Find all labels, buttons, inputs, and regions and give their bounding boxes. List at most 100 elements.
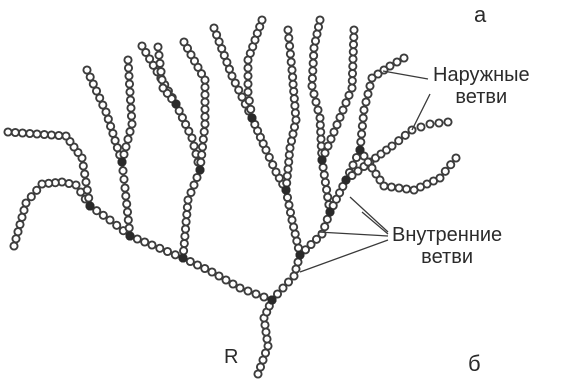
glucose-residue [18,214,25,221]
glucose-residue [400,54,407,61]
glucose-residue [436,174,443,181]
glucose-residue [295,244,302,251]
glucose-residue [261,321,268,328]
glucose-residue [310,44,317,51]
glucose-residue [309,75,316,82]
pointer-inner-2 [362,212,388,234]
glucose-residue [33,130,40,137]
glucose-residue [208,268,215,275]
glucose-residue [106,216,113,223]
glucose-residue [134,235,141,242]
glucose-residue [157,68,164,75]
glucose-residue [350,48,357,55]
glucose-residue [290,81,297,88]
glucose-residue [182,225,189,232]
glucose-residue [123,200,130,207]
pointer-inner-3 [318,232,388,236]
glucose-residue [28,193,35,200]
branch-point [356,146,364,154]
glucose-residue [197,159,204,166]
glucose-residue [229,280,236,287]
glucose-residue [342,99,349,106]
glucose-residue [65,180,72,187]
glucose-residue [244,80,251,87]
glucose-residue [286,144,293,151]
glucose-residue [122,192,129,199]
glucose-residue [244,64,251,71]
branch-point [86,202,94,210]
glucose-residue [359,122,366,129]
glucose-residue [395,137,402,144]
glucose-residue [246,97,253,104]
glucose-residue [393,58,400,65]
branch-point [296,251,304,259]
branch-point [118,158,126,166]
glucose-residue [41,131,48,138]
glucose-residue [125,216,132,223]
glucose-residue [121,184,128,191]
glucose-residue [345,92,352,99]
glucose-residue [120,176,127,183]
glucose-residue [112,137,119,144]
glucose-residue [16,221,23,228]
glucose-residue [292,109,299,116]
glucose-residue [124,136,131,143]
glucose-residue [201,106,208,113]
glucose-residue [222,276,229,283]
glucose-residue [274,290,281,297]
glucose-residue [288,58,295,65]
glucose-residue [127,96,134,103]
glucose-residue [264,342,271,349]
branch-point [196,166,204,174]
glucose-residue [324,194,331,201]
glucose-residue [154,43,161,50]
outer-branches-label-line-1: Наружные [433,64,530,86]
glucose-residue [193,174,200,181]
reducing-end-label: R [224,346,238,368]
glucose-residue [20,207,27,214]
glucose-residue [358,130,365,137]
glucose-residue [357,138,364,145]
glucose-residue [452,154,459,161]
glucose-residue [272,168,279,175]
glucose-residue [293,237,300,244]
glucose-residue-chains [4,16,459,377]
glucose-residue [244,287,251,294]
glucose-residue [184,196,191,203]
glucose-residue [38,180,45,187]
glucose-residue [83,66,90,73]
glucose-residue [417,123,424,130]
glucose-residue [349,55,356,62]
glucose-residue [316,16,323,23]
glucose-residue [313,30,320,37]
glucose-residue [210,24,217,31]
glucose-residue [201,113,208,120]
glucose-residue [442,168,449,175]
glucose-residue [350,41,357,48]
glucose-residue [200,136,207,143]
glucose-residue [360,106,367,113]
glucose-residue [164,248,171,255]
glucose-residue [126,88,133,95]
glucose-residue [125,64,132,71]
glucose-residue [138,42,145,49]
glucose-residue [10,242,17,249]
outer-branches-label: Наружные ветви [433,64,530,109]
glucose-residue [333,121,340,128]
glucose-residue [184,204,191,211]
glucose-residue [285,201,292,208]
glucose-residue [199,143,206,150]
glucose-residue [158,76,165,83]
glucose-residue [124,208,131,215]
glucose-residue [310,60,317,67]
glucose-residue [55,132,62,139]
glucose-residue [290,223,297,230]
glucose-residue [156,245,163,252]
glucose-residue [284,194,291,201]
glucose-residue [263,335,270,342]
glucose-residue [14,228,21,235]
glucose-residue [339,106,346,113]
glucose-residue [180,247,187,254]
